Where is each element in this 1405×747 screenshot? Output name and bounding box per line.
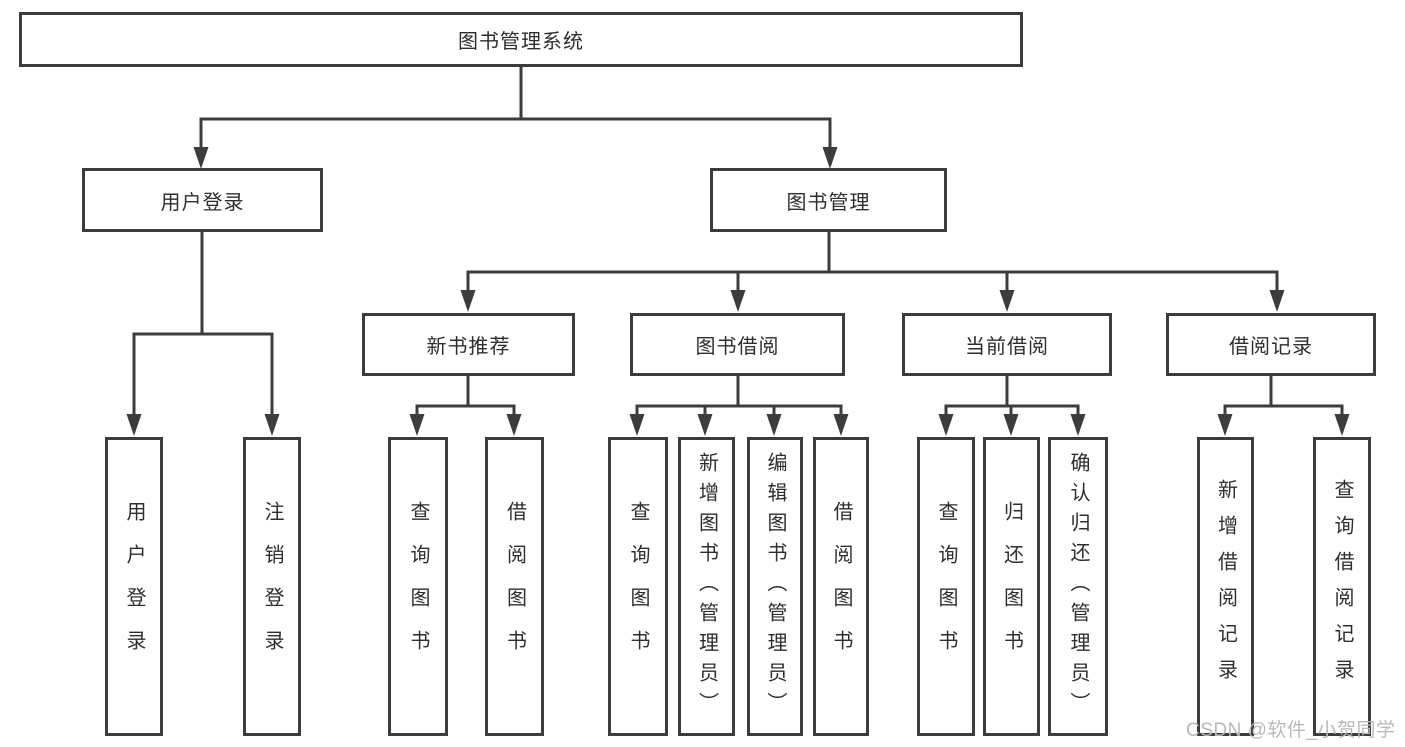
node-book-management: 图书管理 [710, 168, 947, 232]
node-user-login: 用户登录 [82, 168, 323, 232]
node-root-label: 图书管理系统 [458, 31, 584, 53]
node-user-login-label: 用户登录 [160, 191, 245, 214]
leaf-confirm-return-admin-label: 确认归还（管理员） [1067, 451, 1089, 722]
leaf-query-borrow-record: 查询借阅记录 [1313, 437, 1371, 736]
leaf-query-books-current-label: 查询图书 [935, 500, 957, 673]
leaf-logout-login-label: 注销登录 [261, 500, 283, 673]
leaf-return-books-label: 归还图书 [1000, 500, 1023, 673]
leaf-add-books-admin: 新增图书（管理员） [678, 437, 735, 736]
node-book-borrowing-label: 图书借阅 [695, 336, 780, 358]
leaf-borrow-books-recommend-label: 借阅图书 [503, 500, 526, 673]
leaf-add-books-admin-label: 新增图书（管理员） [695, 451, 718, 722]
node-book-management-label: 图书管理 [786, 191, 871, 214]
leaf-borrow-books-borrowing-label: 借阅图书 [830, 500, 852, 673]
node-new-book-recommendation-label: 新书推荐 [426, 336, 511, 358]
node-root: 图书管理系统 [19, 12, 1023, 67]
leaf-query-books-recommend: 查询图书 [388, 437, 448, 736]
node-book-borrowing: 图书借阅 [630, 313, 845, 376]
node-current-borrowing-label: 当前借阅 [965, 336, 1049, 358]
leaf-add-borrow-record: 新增借阅记录 [1197, 437, 1254, 736]
leaf-logout-login: 注销登录 [243, 437, 301, 736]
leaf-user-login-label: 用户登录 [123, 500, 145, 673]
leaf-edit-books-admin-label: 编辑图书（管理员） [764, 451, 786, 722]
csdn-watermark: CSDN @软件_小贺同学 [1186, 720, 1396, 741]
leaf-add-borrow-record-label: 新增借阅记录 [1214, 478, 1237, 695]
leaf-return-books: 归还图书 [983, 437, 1040, 736]
node-borrowing-records-label: 借阅记录 [1229, 336, 1313, 358]
leaf-query-books-current: 查询图书 [917, 437, 975, 736]
node-new-book-recommendation: 新书推荐 [362, 313, 575, 376]
node-current-borrowing: 当前借阅 [902, 313, 1112, 376]
leaf-borrow-books-recommend: 借阅图书 [485, 437, 544, 736]
leaf-edit-books-admin: 编辑图书（管理员） [747, 437, 803, 736]
leaf-query-books-borrowing-label: 查询图书 [627, 500, 649, 673]
leaf-query-books-borrowing: 查询图书 [608, 437, 668, 736]
leaf-query-books-recommend-label: 查询图书 [407, 500, 429, 673]
leaf-query-borrow-record-label: 查询借阅记录 [1331, 478, 1353, 695]
leaf-borrow-books-borrowing: 借阅图书 [813, 437, 869, 736]
tree-edges [132, 65, 1344, 418]
node-borrowing-records: 借阅记录 [1166, 313, 1376, 376]
leaf-user-login: 用户登录 [105, 437, 163, 736]
leaf-confirm-return-admin: 确认归还（管理员） [1048, 437, 1108, 736]
arrowheads [126, 147, 1350, 436]
